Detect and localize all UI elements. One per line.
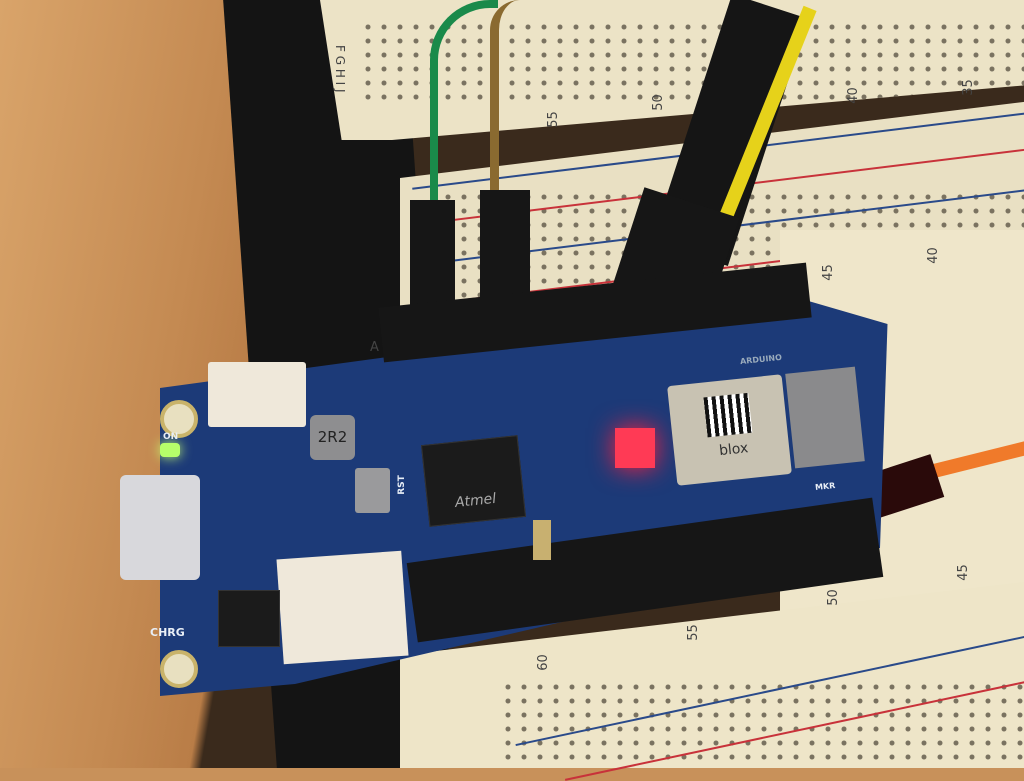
module-brand: blox xyxy=(718,440,750,460)
crystal xyxy=(533,520,551,560)
row-letters: F G H I J xyxy=(333,45,347,93)
breadboard-holes xyxy=(500,680,1024,768)
power-chip xyxy=(218,590,280,647)
column-number: 50 xyxy=(650,94,666,111)
reset-button[interactable] xyxy=(355,468,390,513)
column-number: 50 xyxy=(825,589,841,606)
qr-code xyxy=(703,392,753,438)
column-number: 40 xyxy=(845,87,861,104)
on-label: ON xyxy=(163,432,179,442)
column-number: 45 xyxy=(955,564,971,581)
sd-slot xyxy=(785,366,865,469)
mounting-hole xyxy=(160,650,198,688)
micro-usb-port[interactable] xyxy=(120,475,200,580)
reset-label: RST xyxy=(396,475,407,495)
inductor: 2R2 xyxy=(310,415,355,460)
chrg-label: CHRG xyxy=(150,626,185,639)
brown-jumper-wire xyxy=(490,0,529,200)
wifi-module: blox xyxy=(667,374,792,486)
column-number: 55 xyxy=(545,111,561,128)
battery-connector xyxy=(208,362,306,427)
row-letter-a: A xyxy=(370,340,379,355)
column-number: 45 xyxy=(820,264,836,281)
column-number: 60 xyxy=(535,654,551,671)
microcontroller-chip: Atmel xyxy=(420,435,527,527)
column-number: 40 xyxy=(925,247,941,264)
column-number: 35 xyxy=(960,79,976,96)
column-number: 55 xyxy=(685,624,701,641)
power-connector xyxy=(276,550,409,665)
red-led xyxy=(615,428,655,468)
power-led xyxy=(160,443,180,457)
mounting-hole xyxy=(160,400,198,438)
